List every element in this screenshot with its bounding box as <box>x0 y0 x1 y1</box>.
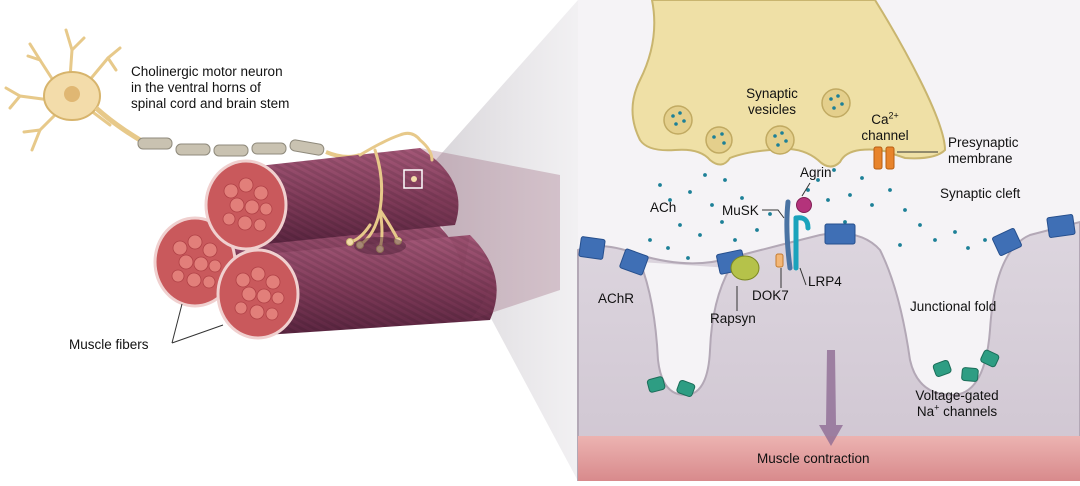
muscle-fiber-bundle <box>180 148 560 335</box>
dok7-label: DOK7 <box>752 288 789 303</box>
agrin-label: Agrin <box>800 165 832 180</box>
contraction-arrow <box>819 350 843 446</box>
contraction-band <box>578 436 1080 481</box>
lrp4-label: LRP4 <box>808 274 842 289</box>
ach-label: ACh <box>650 200 677 215</box>
musk-lrp4-complex <box>775 197 812 271</box>
junctional-fold-label: Junctional fold <box>910 299 997 314</box>
endplate-spot <box>354 237 406 255</box>
synaptic-vesicles <box>663 88 851 155</box>
achr-label: AChR <box>598 291 635 306</box>
muscle-fibers-label: Muscle fibers <box>69 337 149 352</box>
rapsyn-label: Rapsyn <box>710 311 756 326</box>
ca-channel-label: Ca2+ channel <box>861 110 909 143</box>
dok7-block <box>775 253 784 268</box>
leader-lines <box>736 151 938 311</box>
fiber-ends <box>153 159 300 340</box>
musk-label: MuSK <box>722 203 759 218</box>
synaptic-cleft-label: Synaptic cleft <box>940 186 1021 201</box>
motor-neuron <box>4 28 361 159</box>
muscle-contraction-label: Muscle contraction <box>757 451 870 466</box>
zoom-box <box>403 169 423 189</box>
na-channels-label: Voltage-gated Na+ channels <box>915 388 999 419</box>
synaptic-vesicles-label: Synaptic vesicles <box>746 86 798 117</box>
presynaptic-membrane-label: Presynaptic membrane <box>948 135 1019 166</box>
ca-channel <box>873 146 895 170</box>
nerve-terminal <box>631 0 947 168</box>
zoom-projection <box>408 0 578 481</box>
muscle-fiber-leaders <box>171 303 224 344</box>
rapsyn-blob <box>730 255 760 281</box>
agrin-ball <box>796 197 812 213</box>
na-channels <box>646 349 1000 397</box>
vesicle-ach-dots <box>671 94 844 147</box>
neuron-label: Cholinergic motor neuron in the ventral … <box>131 64 290 111</box>
acetylcholine-dots <box>648 168 987 260</box>
